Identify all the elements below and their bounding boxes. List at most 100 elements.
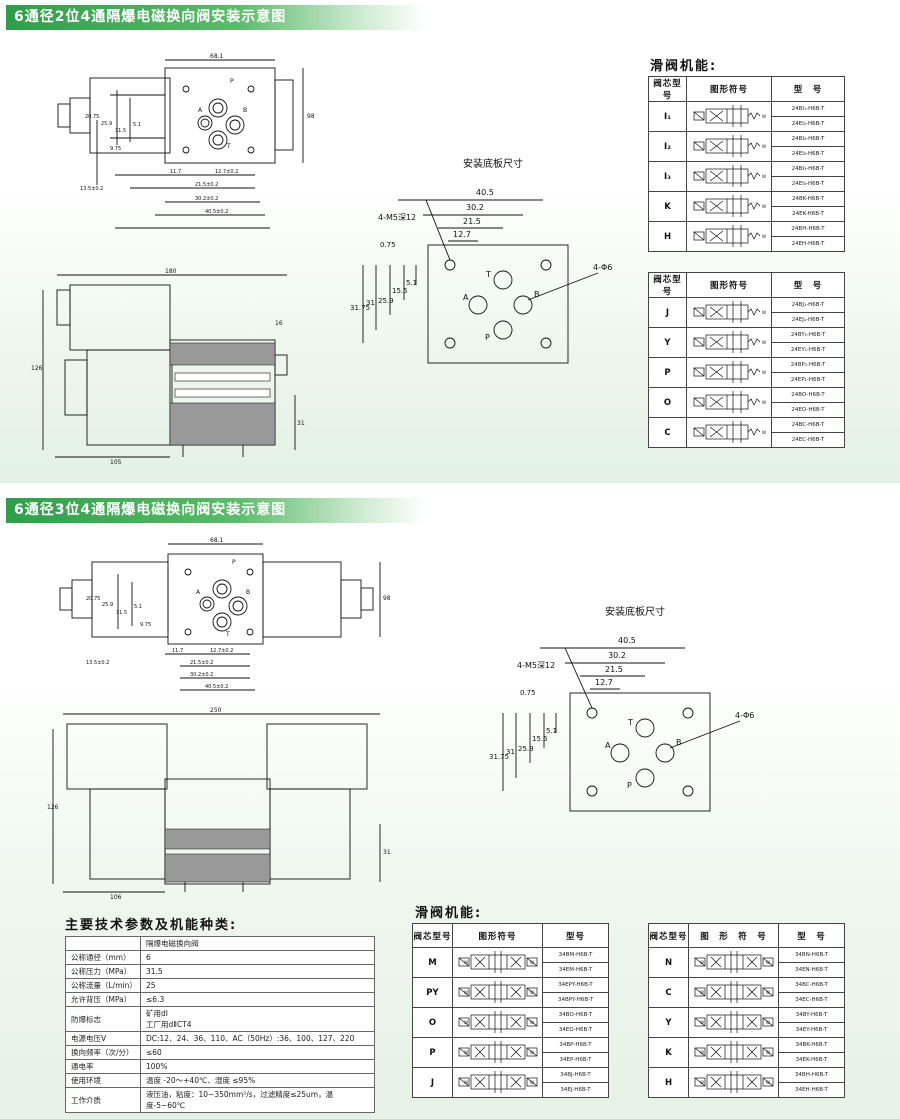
- port-B: B: [246, 589, 250, 596]
- mount-title: 安装底板尺寸: [605, 605, 665, 618]
- side-dim-bottom: 105: [110, 459, 122, 465]
- param-value: 31.5: [140, 964, 375, 979]
- svg-text:W: W: [464, 1050, 468, 1055]
- col-core: 阀芯型号: [412, 923, 453, 948]
- model-code: 34BP-H6B-T: [542, 1037, 609, 1053]
- model-code: 34EO-H6B-T: [542, 1022, 609, 1038]
- param-key: [65, 936, 141, 951]
- model-code: 34EN-H6B-T: [778, 962, 845, 978]
- model-code: 24EH-H6B-T: [771, 236, 845, 252]
- core-type: I₃: [648, 161, 687, 192]
- func-row: 34EH-H6B-T: [649, 1082, 845, 1098]
- param-key: 公称压力（MPa）: [65, 964, 141, 979]
- svg-text:W: W: [700, 1080, 704, 1085]
- param-value: ≤6.3: [140, 992, 375, 1007]
- model-code: 24BI₁-H6B-T: [771, 101, 845, 117]
- svg-text:W: W: [464, 1080, 468, 1085]
- mount-port-A: A: [463, 293, 469, 302]
- mount-dim-l2: 31: [506, 748, 515, 756]
- mount-dim-l2: 31: [366, 299, 375, 307]
- svg-text:W: W: [530, 1050, 534, 1055]
- model-code: 34EY-H6B-T: [778, 1022, 845, 1038]
- param-row: 隔爆电磁换向阀: [65, 936, 375, 951]
- model-code: 24EY₁-H6B-T: [771, 342, 845, 358]
- col-core: 阀芯型号: [648, 272, 687, 298]
- valve-symbol-icon: W: [686, 101, 772, 132]
- model-code: 24EC-H6B-T: [771, 432, 845, 448]
- model-code: 24BP₁-H6B-T: [771, 357, 845, 373]
- dim-b1: 12.7±0.2: [215, 169, 238, 175]
- col-core: 阀芯型号: [648, 923, 689, 948]
- model-code: 34BJ-H6B-T: [542, 1067, 609, 1083]
- svg-text:W: W: [762, 234, 766, 239]
- core-type: H: [648, 221, 687, 252]
- dim-v4: 9.75: [110, 146, 121, 152]
- svg-text:W: W: [464, 960, 468, 965]
- svg-text:W: W: [762, 204, 766, 209]
- mount-dim-t2: 21.5: [605, 665, 623, 674]
- col-model: 型 号: [771, 76, 845, 102]
- dim-v0: 20.75: [86, 596, 100, 602]
- core-type: C: [648, 417, 687, 448]
- core-type: J: [648, 297, 687, 328]
- param-row: 换向频率（次/分）≤60: [65, 1045, 375, 1060]
- param-value: 矿用dⅠ 工厂用dⅡCT4: [140, 1006, 375, 1032]
- mount-dim-t0: 40.5: [476, 188, 494, 197]
- dim-side: 98: [383, 595, 390, 602]
- svg-text:W: W: [700, 990, 704, 995]
- side-dim-bottom: 106: [110, 894, 122, 899]
- mount-dim-l4: 15.5: [392, 287, 408, 295]
- port-A: A: [198, 107, 203, 114]
- svg-text:W: W: [530, 1080, 534, 1085]
- param-key: 公称通径（mm）: [65, 950, 141, 965]
- param-value: 温度 -20～+40℃、湿度 ≤95%: [140, 1073, 375, 1088]
- model-code: 34BC-H6B-T: [778, 977, 845, 993]
- param-row: 公称压力（MPa）31.5: [65, 964, 375, 979]
- mount-dim-l0: 0.75: [380, 241, 396, 249]
- mount-port-P: P: [485, 333, 490, 342]
- core-type: H: [648, 1067, 689, 1098]
- side-dim-right2: 31: [297, 420, 305, 427]
- mount-port-label: 4-Φ6: [735, 711, 754, 720]
- mount-port-label: 4-Φ6: [593, 263, 612, 272]
- dim-v5: 13.5±0.2: [86, 660, 109, 666]
- model-code: 24BI₃-H6B-T: [771, 161, 845, 177]
- core-type: M: [412, 947, 453, 978]
- valve-symbol-icon: W: [686, 161, 772, 192]
- svg-text:W: W: [530, 990, 534, 995]
- valve-symbol-icon: W: [686, 131, 772, 162]
- dim-v4: 9.75: [140, 622, 151, 628]
- dim-v2: 31.5: [115, 128, 126, 134]
- mount-dim-l3: 25.9: [518, 745, 534, 753]
- model-code: 34BO-H6B-T: [542, 1007, 609, 1023]
- side-dim-top: 250: [210, 707, 222, 714]
- valve-symbol-icon: W: [686, 221, 772, 252]
- core-type: PY: [412, 977, 453, 1008]
- model-code: 24BH-H6B-T: [771, 221, 845, 237]
- param-value: 25: [140, 978, 375, 993]
- mount-dim-l1: 31.75: [350, 304, 370, 312]
- col-model: 型号: [542, 923, 609, 948]
- model-code: 24EI₁-H6B-T: [771, 116, 845, 132]
- mount-dim-l3: 25.9: [378, 297, 394, 305]
- valve-symbol-icon: W: [686, 387, 772, 418]
- svg-text:W: W: [766, 1080, 770, 1085]
- model-code: 34BK-H6B-T: [778, 1037, 845, 1053]
- dim-v2: 31.5: [116, 610, 127, 616]
- section-title: 6通径2位4通隔爆电磁换向阀安装示意图: [6, 5, 426, 30]
